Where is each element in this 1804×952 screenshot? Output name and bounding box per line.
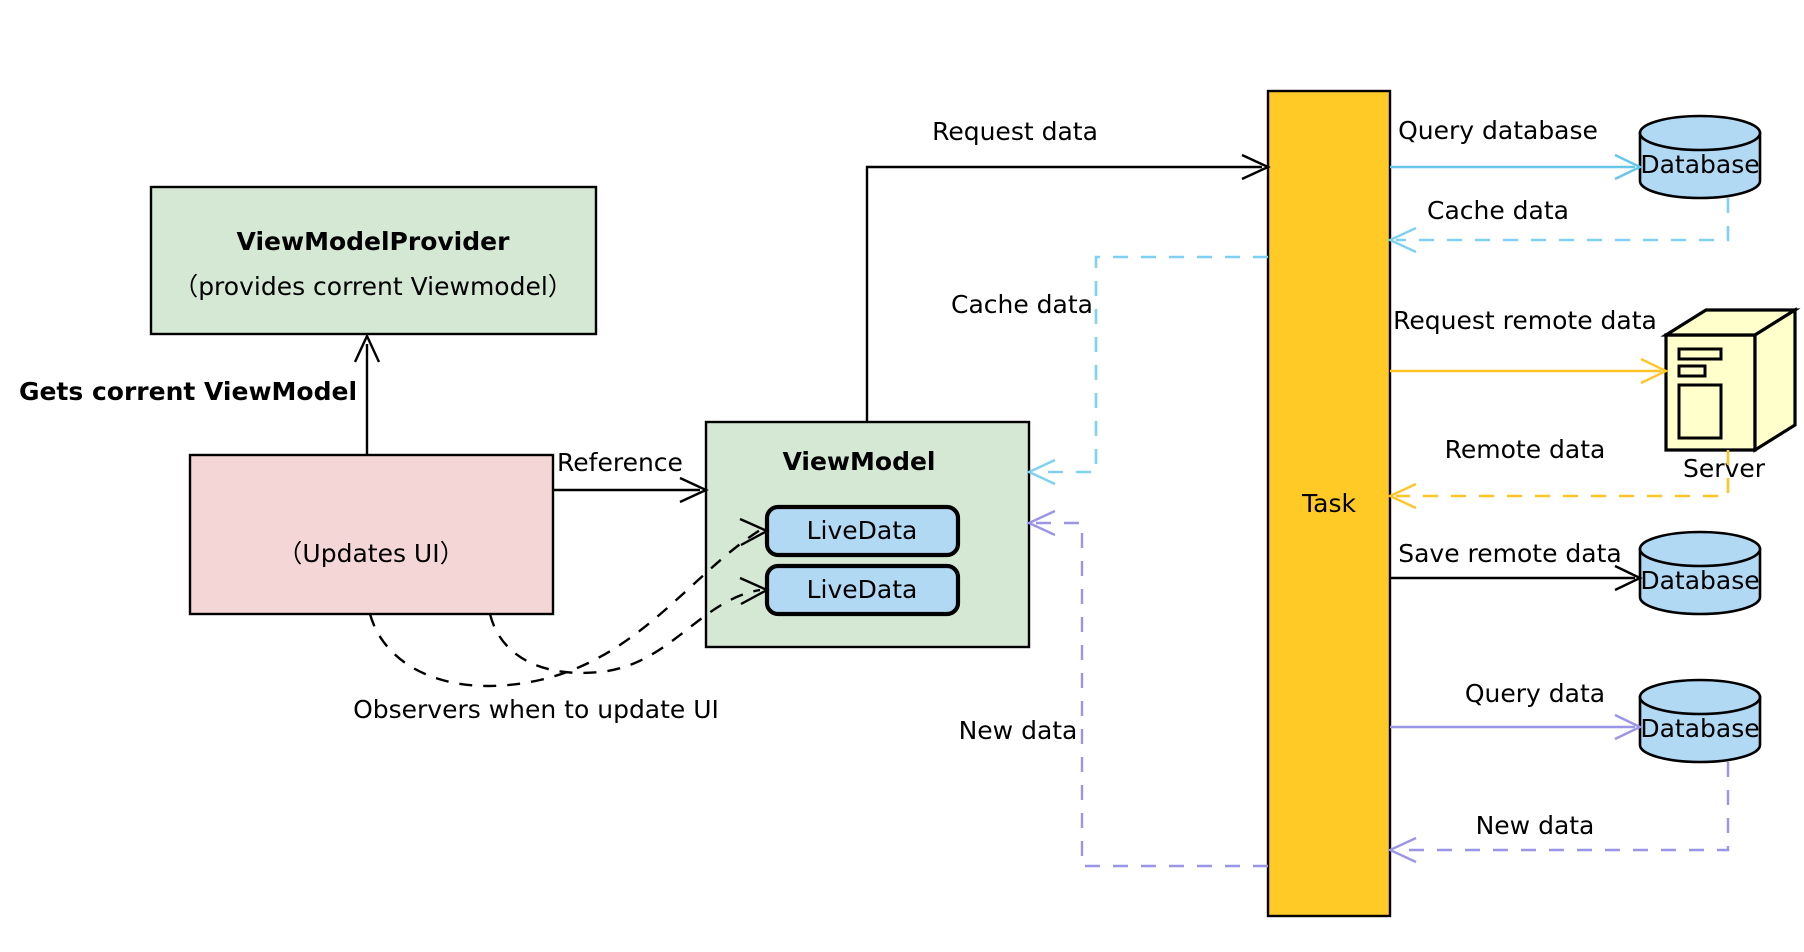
database-query-lid	[1638, 678, 1762, 716]
new-data-to-viewmodel-line	[1035, 521, 1268, 868]
view-model-provider-title: ViewModelProvider	[237, 227, 511, 256]
new-data-to-viewmodel-label: New data	[959, 716, 1078, 745]
live-data-label-2: LiveData	[807, 575, 918, 604]
edge-cache-data-to-viewmodel: Cache data	[951, 255, 1268, 486]
cache-data-to-task-arrowhead	[1387, 226, 1417, 254]
observers-arrowhead-1	[739, 517, 770, 547]
request-remote-data-label: Request remote data	[1393, 306, 1657, 335]
view-model-provider-subtitle: （provides corrent Viewmodel）	[173, 272, 573, 301]
reference-arrowhead	[679, 476, 709, 504]
query-data-label: Query data	[1465, 679, 1605, 708]
remote-data-arrowhead	[1387, 482, 1417, 510]
task-label: Task	[1301, 489, 1356, 518]
observers-label: Observers when to update UI	[353, 695, 719, 724]
new-data-to-viewmodel-arrowhead	[1026, 509, 1056, 537]
save-remote-data-arrowhead	[1614, 564, 1643, 592]
node-database-top[interactable]: Database	[1638, 114, 1762, 200]
server-label: Server	[1683, 454, 1766, 483]
cache-data-to-task-label: Cache data	[1427, 196, 1569, 225]
edge-gets-current-viewmodel: Gets corrent ViewModel	[19, 333, 381, 455]
database-query-body[interactable]	[1638, 695, 1762, 764]
live-data-label-1: LiveData	[807, 516, 918, 545]
activity-box[interactable]	[188, 453, 555, 616]
node-database-save[interactable]: Database	[1638, 530, 1762, 616]
new-data-from-db-label: New data	[1476, 811, 1595, 840]
activity-label: （Updates UI）	[277, 539, 464, 568]
new-data-from-db-arrowhead	[1387, 836, 1417, 864]
edge-reference: Reference	[553, 448, 709, 504]
view-model-provider-box[interactable]	[149, 185, 598, 336]
edge-request-remote-data: Request remote data	[1390, 306, 1669, 385]
edge-request-data: Request data	[865, 117, 1271, 422]
request-data-line	[865, 165, 1262, 422]
cache-data-to-viewmodel-label: Cache data	[951, 290, 1093, 319]
node-activity[interactable]: （Updates UI）	[188, 453, 555, 616]
database-save-body[interactable]	[1638, 547, 1762, 616]
node-database-query[interactable]: Database	[1638, 678, 1762, 764]
gets-current-viewmodel-arrowhead	[353, 333, 381, 363]
edge-new-data-to-viewmodel: New data	[959, 509, 1268, 868]
edge-query-data: Query data	[1390, 679, 1643, 741]
request-remote-data-arrowhead	[1640, 357, 1669, 385]
cache-data-to-viewmodel-arrowhead	[1026, 458, 1056, 486]
query-database-arrowhead	[1614, 153, 1643, 181]
node-task[interactable]: Task	[1266, 89, 1392, 918]
observers-arrowhead-2	[739, 576, 770, 606]
edge-observers: Observers when to update UI	[353, 517, 770, 724]
reference-label: Reference	[557, 448, 683, 477]
cache-data-to-task-line	[1396, 198, 1730, 242]
node-view-model[interactable]: ViewModel LiveData LiveData	[704, 420, 1031, 649]
edge-cache-data-to-task: Cache data	[1387, 196, 1730, 254]
node-view-model-provider[interactable]: ViewModelProvider （provides corrent View…	[149, 185, 598, 336]
database-top-body[interactable]	[1638, 131, 1762, 200]
save-remote-data-label: Save remote data	[1398, 539, 1622, 568]
database-top-label: Database	[1640, 150, 1759, 179]
view-model-title: ViewModel	[782, 447, 935, 476]
new-data-from-db-line	[1396, 762, 1730, 852]
server-slot-2-icon	[1677, 364, 1707, 378]
request-data-arrowhead	[1241, 153, 1271, 181]
task-box[interactable]	[1266, 89, 1392, 918]
database-save-label: Database	[1640, 566, 1759, 595]
query-data-arrowhead	[1614, 713, 1643, 741]
cache-data-to-viewmodel-line	[1035, 255, 1268, 474]
server-slot-1-icon	[1677, 347, 1723, 361]
gets-current-viewmodel-label: Gets corrent ViewModel	[19, 377, 357, 406]
edge-remote-data: Remote data	[1387, 435, 1730, 510]
remote-data-label: Remote data	[1445, 435, 1606, 464]
database-top-lid	[1638, 114, 1762, 152]
database-query-label: Database	[1640, 714, 1759, 743]
edge-save-remote-data: Save remote data	[1390, 539, 1643, 592]
server-drive-bay-icon	[1677, 383, 1723, 440]
server-side-face	[1753, 307, 1797, 453]
request-data-label: Request data	[932, 117, 1098, 146]
query-database-label: Query database	[1398, 116, 1598, 145]
node-server[interactable]: Server	[1660, 307, 1801, 483]
database-save-lid	[1638, 530, 1762, 568]
observers-curve-2	[488, 588, 761, 675]
edge-new-data-from-db: New data	[1387, 762, 1730, 864]
edge-query-database: Query database	[1390, 116, 1643, 181]
observers-curve-1	[368, 528, 761, 688]
